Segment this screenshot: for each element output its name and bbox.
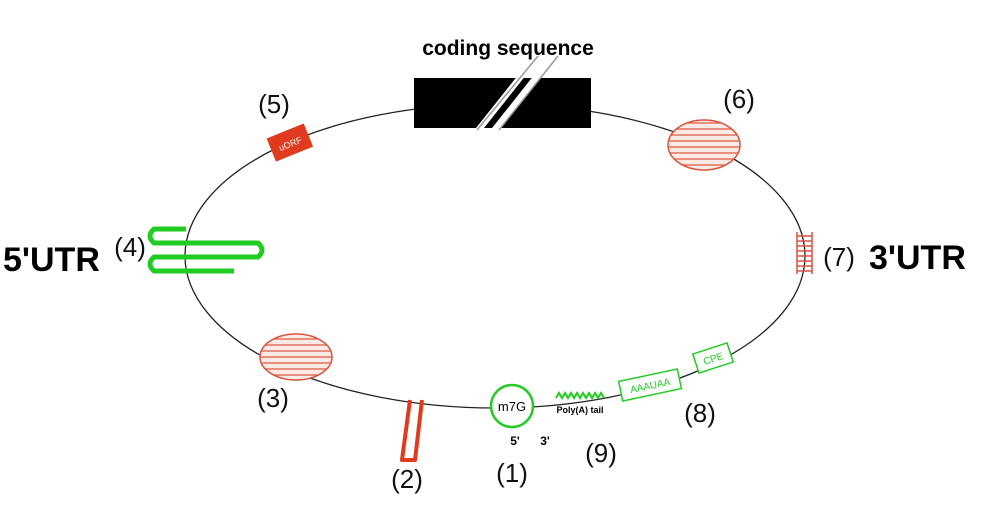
rna-binding-protein-6 (667, 119, 741, 171)
label-7: (7) (823, 242, 855, 272)
coding-sequence-block (414, 55, 591, 131)
ladder-element-7 (796, 232, 813, 274)
label-6: (6) (723, 84, 755, 114)
utr3-label: 3'UTR (869, 239, 966, 277)
rna-binding-protein-3 (259, 333, 333, 381)
label-1: (1) (496, 458, 528, 488)
utr5-label: 5'UTR (3, 241, 100, 279)
polya-label: Poly(A) tail (556, 405, 603, 415)
polya-tail (555, 391, 605, 400)
label-2: (2) (391, 464, 423, 494)
label-9: (9) (585, 438, 617, 468)
hairpin-2 (400, 399, 424, 462)
coding-sequence-label: coding sequence (422, 37, 594, 60)
m7g-label: m7G (498, 399, 526, 414)
hairpin-4 (147, 226, 265, 274)
label-8: (8) (684, 398, 716, 428)
label-4: (4) (114, 232, 146, 262)
uorf-box: uORF (266, 123, 314, 162)
label-3: (3) (257, 383, 289, 413)
label-5: (5) (258, 89, 290, 119)
five-prime-end-label: 5' (510, 434, 520, 448)
cpe-box: CPE (691, 341, 735, 375)
three-prime-end-label: 3' (540, 434, 550, 448)
aauaaa-box: AAAUAA (617, 368, 683, 402)
m7g-cap (489, 383, 535, 429)
